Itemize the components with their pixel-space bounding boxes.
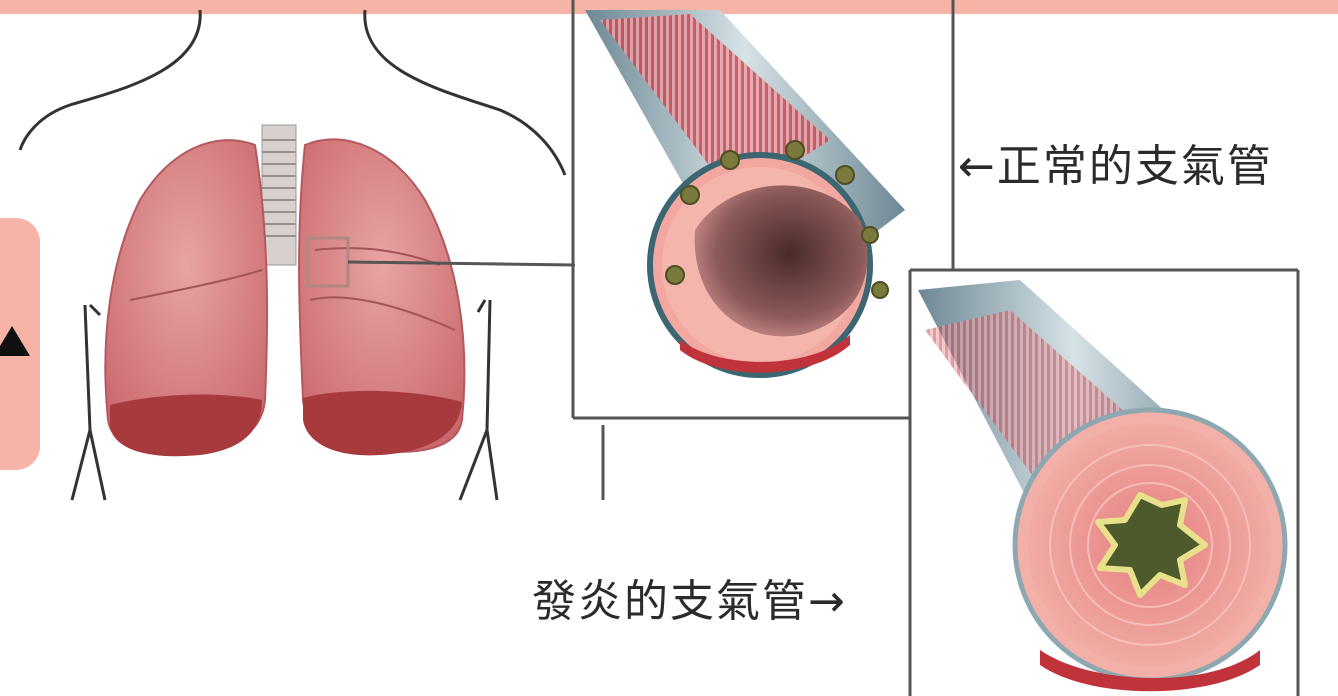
normal-bronchus-label: ←正常的支氣管 xyxy=(958,130,1273,194)
right-lung xyxy=(299,139,464,455)
left-lung xyxy=(105,140,267,456)
normal-bronchus xyxy=(585,10,905,375)
inflamed-bronchus xyxy=(918,280,1285,691)
inflamed-bronchus-label: 發炎的支氣管→ xyxy=(532,565,847,629)
trachea xyxy=(262,125,296,265)
